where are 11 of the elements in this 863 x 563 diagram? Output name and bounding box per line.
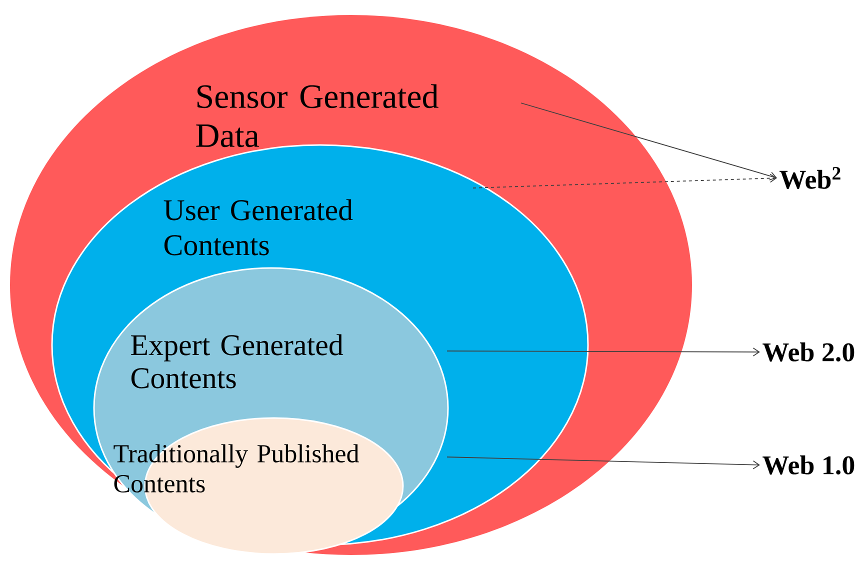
ellipse-label: Expert Generated Contents xyxy=(131,334,344,388)
arrow xyxy=(446,456,760,470)
ellipse-label: User Generated Contents xyxy=(164,199,353,256)
web-label: Web 1.0 xyxy=(762,455,854,475)
ellipse-label: Sensor Generated Data xyxy=(196,84,438,148)
web-label: Web 2.0 xyxy=(762,342,854,362)
arrow xyxy=(446,348,760,356)
arrow xyxy=(472,174,777,188)
ellipse-label: Traditionally Published Contents xyxy=(114,444,359,492)
arrow xyxy=(520,102,777,180)
web-label: Web$^{2}$ xyxy=(780,167,840,189)
